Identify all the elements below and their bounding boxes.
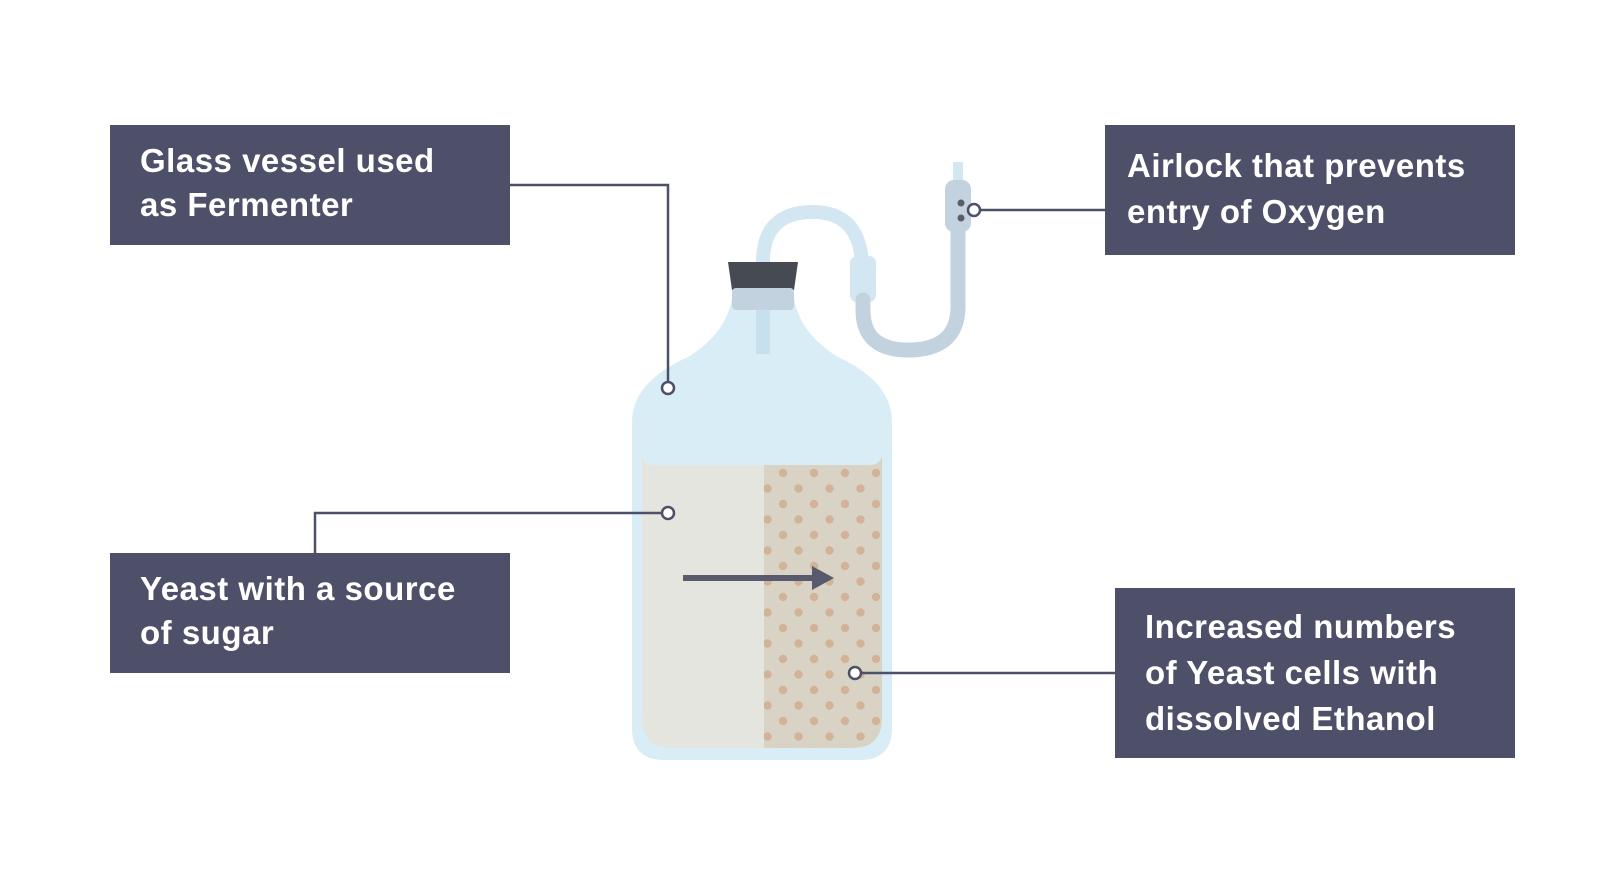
leader-line-increased-yeast xyxy=(847,665,1115,681)
label-glass-vessel-line-1: Glass vessel used xyxy=(140,142,435,179)
airlock-u-bend xyxy=(855,214,966,358)
yeast-cells-dots xyxy=(764,455,882,748)
liquid-contents xyxy=(642,455,882,748)
delivery-tube xyxy=(756,204,876,357)
label-airlock-line-1: Airlock that prevents xyxy=(1127,147,1466,184)
label-airlock-line-2: entry of Oxygen xyxy=(1127,193,1386,230)
label-increased-yeast: Increased numbers of Yeast cells with di… xyxy=(1115,588,1515,758)
label-increased-yeast-line-2: of Yeast cells with xyxy=(1145,654,1439,691)
label-glass-vessel: Glass vessel used as Fermenter xyxy=(110,125,510,245)
leader-line-glass-vessel xyxy=(510,183,676,396)
label-increased-yeast-line-1: Increased numbers xyxy=(1145,608,1457,645)
leader-line-yeast-sugar xyxy=(313,505,676,553)
yeast-sugar-solution xyxy=(642,455,764,748)
leader-line-airlock xyxy=(966,202,1105,218)
inner-tube xyxy=(756,300,770,354)
label-increased-yeast-line-3: dissolved Ethanol xyxy=(1145,700,1436,737)
label-yeast-sugar-line-1: Yeast with a source xyxy=(140,570,456,607)
airlock-valve xyxy=(945,162,971,232)
rubber-stopper xyxy=(728,262,798,310)
label-airlock: Airlock that prevents entry of Oxygen xyxy=(1105,125,1515,255)
label-yeast-sugar: Yeast with a source of sugar xyxy=(110,553,510,673)
label-yeast-sugar-line-2: of sugar xyxy=(140,614,275,651)
glass-upper-region xyxy=(642,440,882,465)
label-glass-vessel-line-2: as Fermenter xyxy=(140,186,354,223)
process-arrow xyxy=(683,566,834,590)
